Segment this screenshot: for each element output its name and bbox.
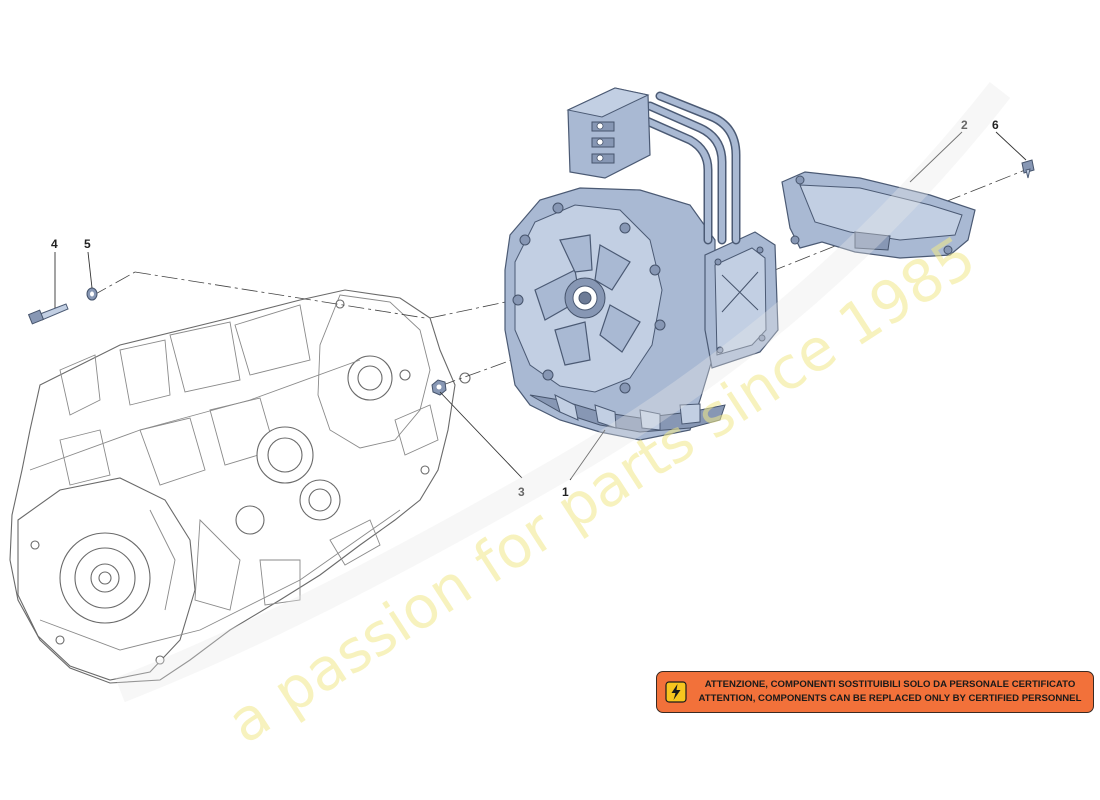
callout-4: 4	[51, 237, 58, 251]
leader-lines	[54, 131, 1027, 481]
callout-1: 1	[562, 485, 569, 499]
callout-6: 6	[992, 118, 999, 132]
screw-part-6	[1021, 159, 1035, 179]
bolt-part-4	[27, 303, 69, 325]
warning-text-italian: ATTENZIONE, COMPONENTI SOSTITUIBILI SOLO…	[704, 679, 1076, 690]
gearbox-housing	[9, 289, 471, 684]
callout-5: 5	[84, 237, 91, 251]
callout-2: 2	[961, 118, 968, 132]
callout-3: 3	[518, 485, 525, 499]
nut-part-3	[431, 379, 447, 396]
cover-bracket	[781, 171, 976, 259]
high-voltage-warning-label: ATTENZIONE, COMPONENTI SOSTITUIBILI SOLO…	[656, 671, 1094, 713]
high-voltage-icon	[665, 681, 687, 703]
washer-part-5	[86, 287, 98, 301]
electric-motor-assembly	[504, 87, 779, 441]
warning-text-english: ATTENTION, COMPONENTS CAN BE REPLACED ON…	[698, 693, 1082, 704]
